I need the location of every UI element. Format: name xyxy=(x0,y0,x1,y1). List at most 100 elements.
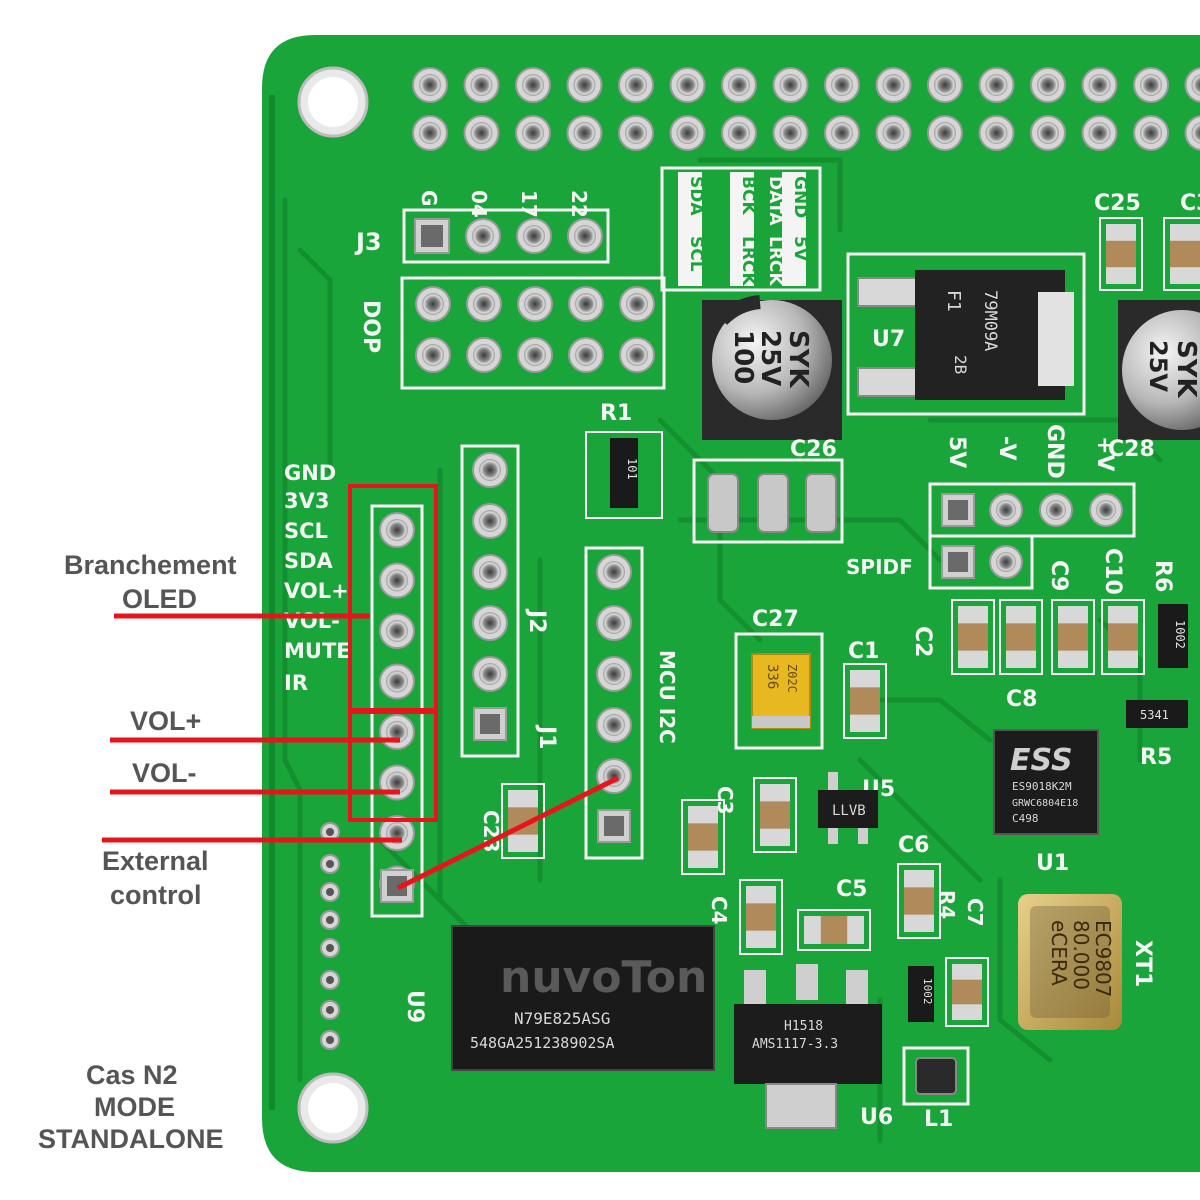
pin-label: VOL+ xyxy=(284,579,349,603)
u7-outline xyxy=(846,252,1086,416)
dop-outline xyxy=(400,276,666,390)
pin-hole xyxy=(1081,67,1118,103)
r1-outline xyxy=(585,431,663,519)
pin-hole xyxy=(669,115,706,151)
c9-label: C9 xyxy=(1046,560,1071,591)
external-control-annotation: External xyxy=(102,846,209,876)
ess-dac-chip: ESS ES9018K2M GRWC6804E18 C498 xyxy=(993,729,1099,835)
pin-hole xyxy=(927,115,963,151)
pin-hole xyxy=(596,707,632,743)
oled-annotation: Branchement xyxy=(64,550,237,580)
electrolytic-capacitor-right: 25V SYK xyxy=(1118,300,1200,440)
smd-capacitor xyxy=(739,879,783,955)
via-pad xyxy=(320,910,340,930)
j2-label: J2 xyxy=(524,608,549,634)
pin-hole xyxy=(412,115,448,151)
pin-hole xyxy=(568,286,604,322)
pin-hole xyxy=(379,562,415,599)
via-pad xyxy=(320,970,340,990)
r4-value: 1002 xyxy=(921,978,934,1005)
header-labels: G 04 17 22 xyxy=(417,190,591,218)
c26-outline xyxy=(692,458,844,544)
pin-hole xyxy=(379,512,415,548)
via-pad xyxy=(320,1030,340,1050)
pin-hole xyxy=(824,115,860,151)
pin-hole xyxy=(566,67,603,103)
j2-pins xyxy=(472,452,508,741)
smd-capacitor xyxy=(897,863,941,939)
pin-hole xyxy=(568,337,604,373)
u7-label: U7 xyxy=(872,327,905,352)
mode-annotation: STANDALONE xyxy=(38,1124,224,1154)
pin-label: 3V3 xyxy=(284,489,329,513)
pin-hole xyxy=(875,67,912,103)
smd-capacitor xyxy=(753,777,797,853)
u1-label: U1 xyxy=(1036,851,1069,876)
pin-hole xyxy=(567,218,603,254)
c26-capacitors xyxy=(707,473,837,533)
c28-label: C28 xyxy=(1108,437,1155,462)
pin-hole xyxy=(472,554,508,590)
pin-label: VOL- xyxy=(284,609,340,633)
pin-hole xyxy=(463,67,500,103)
via-pad xyxy=(320,882,340,902)
external-control-annotation: control xyxy=(110,880,202,910)
via-pad xyxy=(320,854,340,874)
u6-label: U6 xyxy=(860,1105,893,1130)
pin-hole xyxy=(515,115,551,151)
i2s-col-label: SDA xyxy=(686,176,706,216)
pin-hole xyxy=(721,67,757,103)
pin-hole xyxy=(463,115,500,151)
nuvoton-mcu-chip: nuvoTon N79E825ASG 548GA251238902SA xyxy=(451,925,715,1071)
smd-capacitor xyxy=(1101,599,1145,675)
electrolytic-capacitor-left: 100 25V SYK xyxy=(702,295,842,440)
crystal-oscillator: eCERA 80.000 EC9807 xyxy=(1018,894,1122,1030)
pin-hole xyxy=(473,707,507,741)
pin-hole xyxy=(772,67,809,103)
c5-label: C5 xyxy=(836,877,867,902)
pin-hole xyxy=(1030,67,1066,103)
c27-label: C27 xyxy=(752,607,799,632)
c25-label: C25 xyxy=(1094,191,1141,216)
cap-marking: SYK xyxy=(783,330,813,389)
pin-label: GND xyxy=(284,461,336,485)
smd-capacitor xyxy=(1099,217,1143,291)
pin-hole xyxy=(516,218,552,254)
r1-label: R1 xyxy=(600,401,632,426)
r6-label: R6 xyxy=(1150,560,1175,592)
oled-annotation: OLED xyxy=(122,584,197,614)
r5-resistor xyxy=(1126,700,1188,728)
i2s-col-label: GND xyxy=(790,176,810,218)
ess-logo: ESS xyxy=(1010,743,1073,778)
pin-hole xyxy=(596,554,632,590)
pin-hole xyxy=(379,663,415,700)
pin-hole xyxy=(566,115,603,151)
c2-label: C2 xyxy=(910,626,935,657)
c1-label: C1 xyxy=(848,639,879,664)
pin-hole xyxy=(1081,115,1118,151)
nuvoton-marking: 548GA251238902SA xyxy=(470,1034,615,1052)
j1-pins xyxy=(596,554,632,843)
pin-hole xyxy=(415,337,451,373)
smd-capacitors xyxy=(501,217,1200,1027)
i2s-col-label: LRCK xyxy=(738,236,758,286)
i2s-col-label: SCL xyxy=(686,236,706,272)
left-edge-pads xyxy=(320,822,340,1050)
pin-hole xyxy=(989,545,1023,579)
power-label: GND xyxy=(1042,424,1067,479)
xtal-marking: eCERA xyxy=(1047,920,1071,986)
l1-inductor xyxy=(915,1057,957,1095)
c27-outline xyxy=(734,632,824,750)
i2s-col-label: DATA xyxy=(765,176,785,226)
main-header-pins xyxy=(379,512,415,903)
j2-outline xyxy=(460,444,520,758)
vol-plus-annotation: VOL+ xyxy=(130,706,201,736)
spidf-outline xyxy=(928,534,1034,590)
volume-pins-highlight xyxy=(348,710,438,822)
c8-label: C8 xyxy=(1006,687,1037,712)
cap-marking: SYK xyxy=(1171,340,1200,399)
power-labels: 5V -V GND +V xyxy=(944,424,1117,479)
c27-marking: Z02C xyxy=(785,664,799,693)
i2s-col-label: LRCK xyxy=(765,236,785,286)
